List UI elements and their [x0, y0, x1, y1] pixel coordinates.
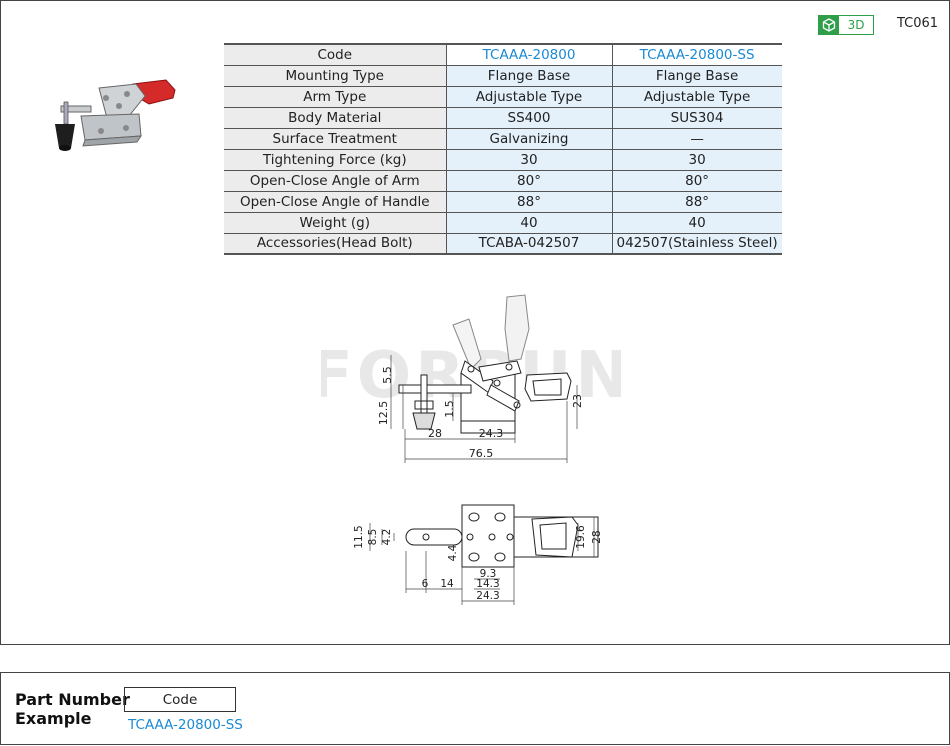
row-label: Mounting Type: [224, 65, 446, 86]
table-cell: 80°: [611, 170, 782, 191]
table-row: Arm Type Adjustable Type Adjustable Type: [224, 86, 782, 107]
row-label: Accessories(Head Bolt): [224, 233, 446, 254]
table-row: Open-Close Angle of Handle 88° 88°: [224, 191, 782, 212]
table-cell: Adjustable Type: [611, 86, 782, 107]
3d-model-button[interactable]: 3D: [818, 15, 874, 35]
column-header-code: Code: [224, 44, 446, 65]
table-cell: 80°: [445, 170, 612, 191]
dim-label: 24.3: [476, 590, 499, 602]
table-cell: Flange Base: [611, 65, 782, 86]
table-cell: 88°: [611, 191, 782, 212]
dim-label: 8.5: [367, 529, 379, 546]
3d-badge-label: 3D: [847, 18, 865, 32]
table-cell: 30: [445, 149, 612, 170]
table-cell: 042507(Stainless Steel): [611, 233, 782, 254]
row-label: Tightening Force (kg): [224, 149, 446, 170]
dim-label: 4.4: [447, 544, 459, 561]
product-code: TC061: [897, 16, 939, 31]
top-view-drawing: 11.5 8.5 4.2 4.4 19.6 28 6 14 9.3 14.3 2…: [353, 504, 603, 605]
dim-label: 28: [428, 427, 442, 440]
table-row: Surface Treatment Galvanizing —: [224, 128, 782, 149]
table-cell: TCABA-042507: [445, 233, 612, 254]
table-row: Accessories(Head Bolt) TCABA-042507 0425…: [224, 233, 782, 254]
product-photo: [55, 79, 176, 151]
table-header-row: Code TCAAA-20800 TCAAA-20800-SS: [224, 44, 782, 65]
spec-table: Code TCAAA-20800 TCAAA-20800-SS Mounting…: [224, 43, 782, 255]
dim-label: 4.2: [381, 529, 393, 546]
part-number-title: Part Number Example: [15, 690, 130, 728]
table-row: Open-Close Angle of Arm 80° 80°: [224, 170, 782, 191]
example-part-code[interactable]: TCAAA-20800-SS: [128, 717, 243, 733]
dim-label: 9.3: [480, 568, 497, 580]
dim-label: 11.5: [353, 525, 365, 548]
table-cell: SUS304: [611, 107, 782, 128]
column-header-model-2[interactable]: TCAAA-20800-SS: [611, 44, 782, 65]
table-cell: 40: [445, 212, 612, 233]
dim-label: 12.5: [377, 401, 390, 426]
dim-label: 14: [440, 578, 454, 590]
row-label: Body Material: [224, 107, 446, 128]
table-row: Tightening Force (kg) 30 30: [224, 149, 782, 170]
code-header-box: Code: [124, 687, 236, 712]
row-label: Open-Close Angle of Handle: [224, 191, 446, 212]
product-spec-panel: 3D TC061 Code TCAAA-20800 TCAAA-20800-SS…: [0, 0, 950, 645]
table-row: Body Material SS400 SUS304: [224, 107, 782, 128]
table-cell: 40: [611, 212, 782, 233]
part-number-title-line1: Part Number: [15, 690, 130, 709]
part-number-example-panel: Part Number Example Code TCAAA-20800-SS: [0, 672, 950, 745]
row-label: Surface Treatment: [224, 128, 446, 149]
table-row: Weight (g) 40 40: [224, 212, 782, 233]
table-row: Mounting Type Flange Base Flange Base: [224, 65, 782, 86]
dim-label: 5.5: [381, 366, 394, 384]
table-cell: SS400: [445, 107, 612, 128]
dim-label: 24.3: [479, 427, 504, 440]
column-header-model-1[interactable]: TCAAA-20800: [445, 44, 612, 65]
table-cell: Adjustable Type: [445, 86, 612, 107]
dim-label: 1.5: [443, 400, 456, 418]
table-cell: Galvanizing: [445, 128, 612, 149]
dim-label: 28: [591, 530, 603, 543]
dim-label: 76.5: [469, 447, 494, 460]
row-label: Open-Close Angle of Arm: [224, 170, 446, 191]
dim-label: 6: [422, 578, 429, 590]
table-cell: Flange Base: [445, 65, 612, 86]
table-cell: 30: [611, 149, 782, 170]
row-label: Arm Type: [224, 86, 446, 107]
table-cell: —: [611, 128, 782, 149]
part-number-title-line2: Example: [15, 709, 92, 728]
dim-label: 14.3: [476, 578, 499, 590]
row-label: Weight (g): [224, 212, 446, 233]
cube-3d-icon: [819, 16, 839, 34]
table-cell: 88°: [445, 191, 612, 212]
side-view-drawing: FORPUN: [321, 294, 621, 463]
dim-label: 23: [571, 394, 584, 408]
dim-label: 19.6: [575, 525, 587, 549]
